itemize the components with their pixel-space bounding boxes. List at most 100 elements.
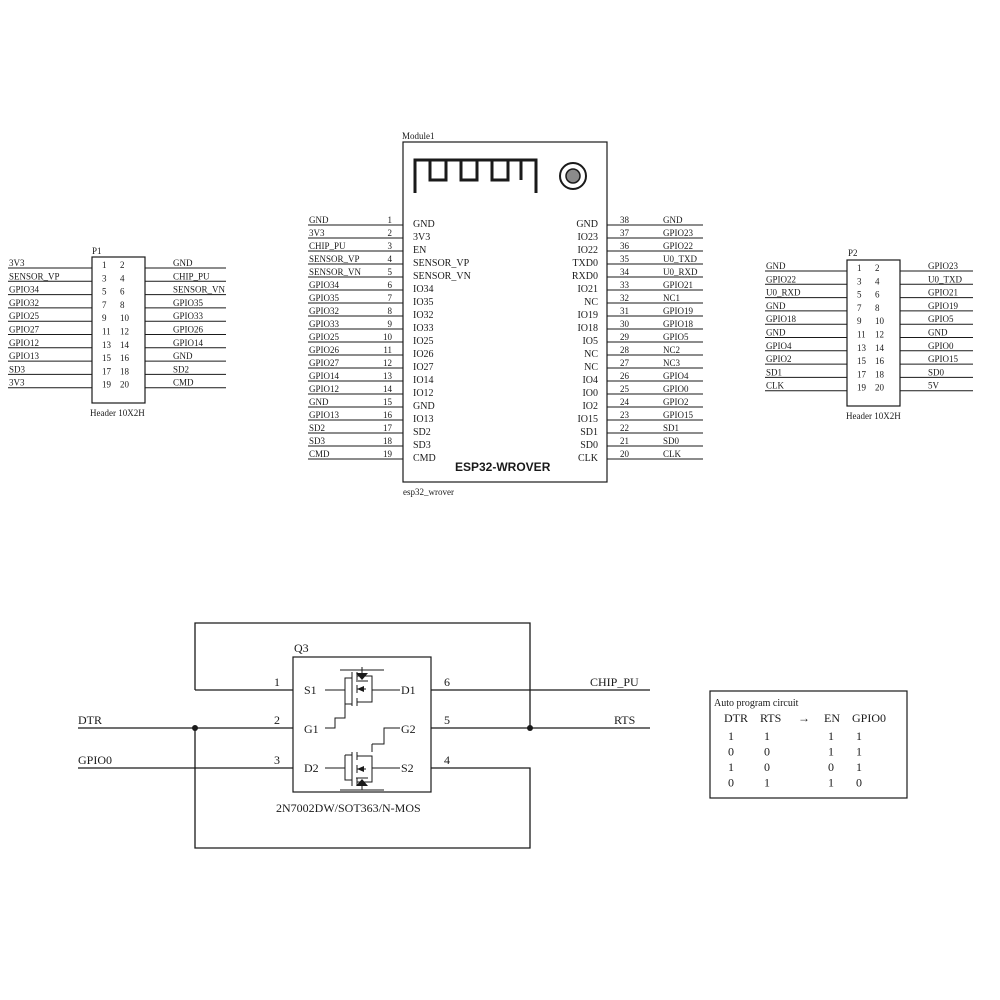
pin-number: 37	[620, 228, 630, 238]
pin-name: SD2	[413, 427, 431, 438]
table-cell: 0	[856, 776, 862, 790]
net-label: GPIO0	[928, 341, 954, 351]
pin-number: 32	[620, 293, 629, 303]
pin-name: SD3	[413, 440, 431, 451]
net-label: GND	[766, 328, 786, 338]
mosfet-2-symbol	[325, 727, 400, 791]
net-label: GND	[663, 215, 683, 225]
pin-number: 1	[857, 263, 862, 273]
net-label: SD1	[663, 423, 679, 433]
pin-name: IO15	[577, 414, 598, 425]
net-label: GPIO22	[766, 274, 796, 284]
net-label: GND	[309, 397, 329, 407]
net-label: GPIO5	[663, 332, 689, 342]
q3-pin-name: D1	[401, 683, 416, 697]
pin-name: EN	[413, 245, 426, 256]
net-label: GPIO32	[9, 298, 39, 308]
module-designator: Module1	[402, 131, 435, 141]
net-label: CHIP_PU	[173, 271, 210, 281]
pin-number: 15	[102, 353, 112, 363]
net-label: GPIO14	[173, 338, 204, 348]
table-cell: 1	[728, 760, 734, 774]
pin-number: 3	[388, 241, 393, 251]
net-label: GPIO18	[766, 314, 797, 324]
pin-number: 23	[620, 410, 630, 420]
q3-pin-num: 4	[444, 753, 450, 767]
pin-number: 29	[620, 332, 630, 342]
pin-number: 33	[620, 280, 630, 290]
table-cell: 0	[728, 776, 734, 790]
pin-number: 19	[857, 383, 867, 393]
net-label: GPIO23	[928, 261, 959, 271]
pin-name: IO21	[577, 284, 598, 295]
pin-number: 3	[102, 273, 107, 283]
pin-number: 13	[383, 371, 393, 381]
p1-body	[91, 256, 146, 404]
pin-number: 27	[620, 358, 630, 368]
pin-number: 17	[383, 423, 393, 433]
net-label: GND	[173, 258, 193, 268]
pin-number: 3	[857, 276, 862, 286]
pin-name: IO22	[577, 245, 598, 256]
net-label: GPIO25	[309, 332, 340, 342]
pin-number: 9	[857, 316, 862, 326]
table-cell: 0	[764, 760, 770, 774]
pin-name: IO26	[413, 349, 434, 360]
pin-number: 20	[875, 383, 885, 393]
net-label: SD0	[663, 436, 680, 446]
pin-name: IO35	[413, 297, 434, 308]
pin-number: 12	[120, 327, 129, 337]
pin-number: 11	[383, 345, 392, 355]
table-cell: 1	[728, 729, 734, 743]
pin-name: SD1	[580, 427, 598, 438]
p1-caption: Header 10X2H	[90, 408, 145, 418]
pin-name: NC	[584, 297, 598, 308]
net-label: U0_RXD	[766, 288, 801, 298]
table-cell: 1	[856, 745, 862, 759]
pin-number: 31	[620, 306, 629, 316]
net-label: GPIO12	[9, 338, 39, 348]
net-label: GPIO2	[663, 397, 689, 407]
q3-part-number: 2N7002DW/SOT363/N-MOS	[276, 801, 421, 815]
table-frame	[709, 690, 908, 799]
pin-number: 5	[857, 290, 862, 300]
table-cell: 0	[728, 745, 734, 759]
q3-pin-name: G1	[304, 722, 319, 736]
table-cell: 1	[856, 729, 862, 743]
pin-number: 20	[120, 380, 130, 390]
q3-pin-name: G2	[401, 722, 416, 736]
pin-name: SENSOR_VP	[413, 258, 470, 269]
table-cell: 1	[764, 776, 770, 790]
q3-pin-num: 5	[444, 713, 450, 727]
module-body	[402, 141, 608, 483]
q3-pin-name: D2	[304, 761, 319, 775]
net-label: GPIO22	[663, 241, 693, 251]
net-label: GND	[173, 351, 193, 361]
net-label: CHIP_PU	[309, 241, 346, 251]
net-label: GPIO19	[928, 301, 959, 311]
net-label: SENSOR_VP	[9, 271, 60, 281]
wire-dtr-to-s2	[194, 728, 531, 849]
module-part-name: ESP32-WROVER	[455, 460, 551, 474]
net-label: NC2	[663, 345, 680, 355]
net-label: GPIO4	[663, 371, 689, 381]
pin-name: IO19	[577, 310, 598, 321]
pin-name: IO5	[582, 336, 598, 347]
pin-name: TXD0	[572, 258, 598, 269]
pin-name: IO2	[582, 401, 598, 412]
net-label: CLK	[663, 449, 682, 459]
p2-designator: P2	[848, 248, 858, 258]
net-label: GPIO26	[173, 325, 204, 335]
pin-number: 18	[383, 436, 393, 446]
pin-number: 25	[620, 384, 630, 394]
pin-number: 14	[383, 384, 393, 394]
net-label: SD0	[928, 367, 945, 377]
net-label: GPIO33	[173, 311, 204, 321]
table-cell: 0	[828, 760, 834, 774]
pin-name: IO27	[413, 362, 434, 373]
pin-number: 13	[102, 340, 112, 350]
pin-number: 4	[875, 276, 880, 286]
net-label: GPIO26	[309, 345, 340, 355]
